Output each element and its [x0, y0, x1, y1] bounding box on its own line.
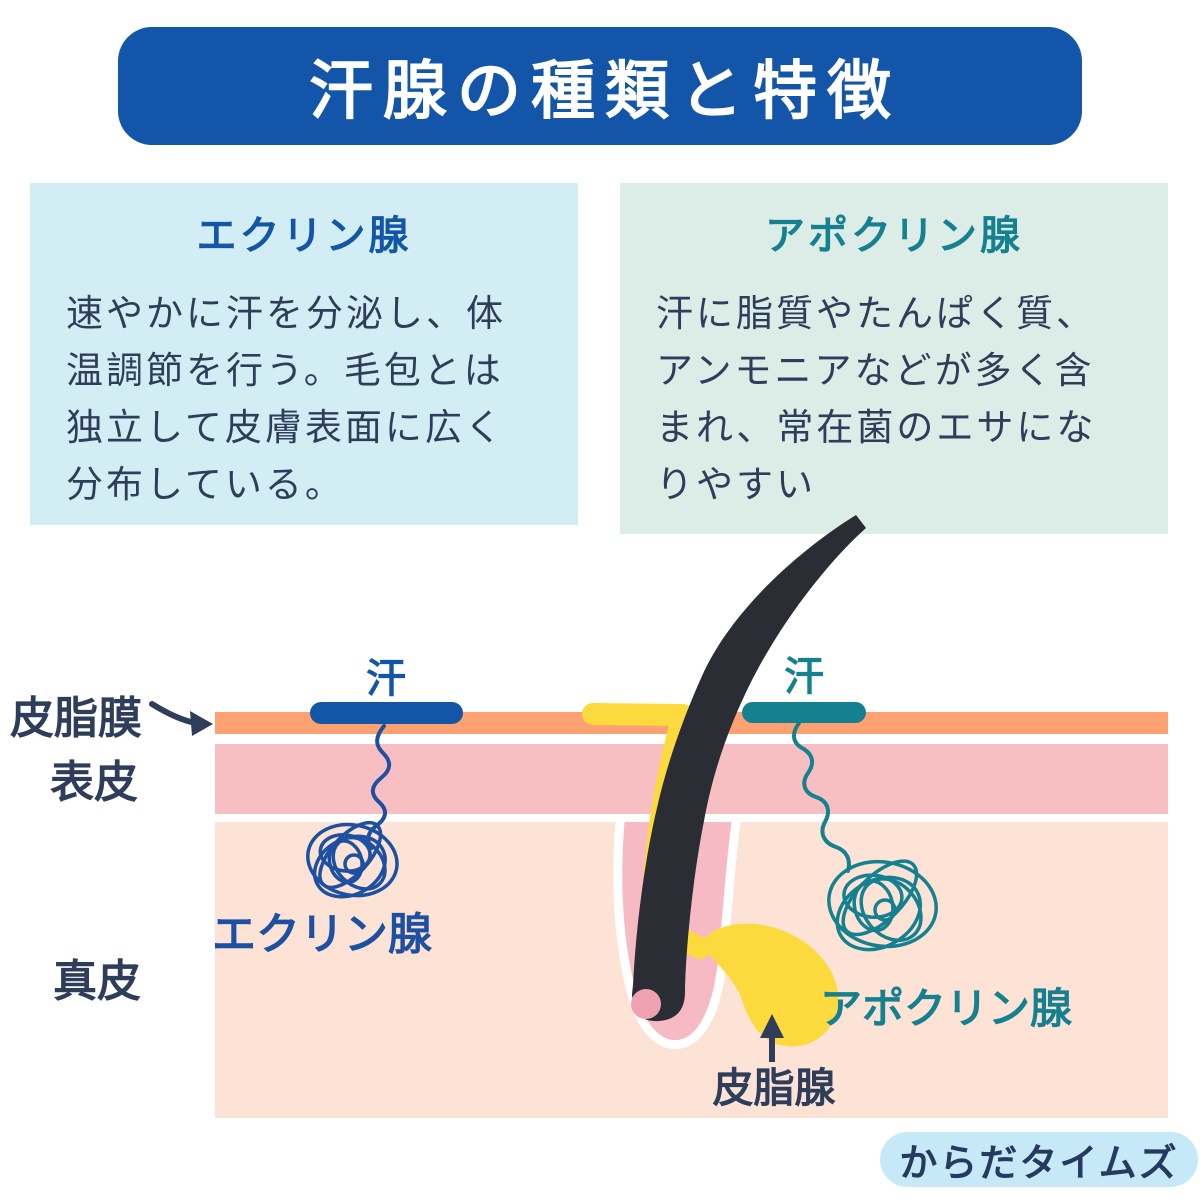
apocrine-card-title: アポクリン腺 [765, 214, 1023, 258]
sweat-droplet-right [742, 702, 866, 723]
apocrine-card: アポクリン腺 汗に脂質やたんぱく質、 アンモニアなどが多く含 まれ、常在菌のエサ… [620, 183, 1168, 534]
sweat-label-left: 汗 [366, 657, 406, 701]
eccrine-gland-label: エクリン腺 [212, 910, 433, 959]
hair-shaft [632, 515, 866, 1022]
sebum-film-label: 皮脂膜 [10, 694, 142, 743]
eccrine-duct [366, 724, 392, 850]
apocrine-gland-coil [827, 859, 938, 952]
hair-follicle-outline [613, 817, 741, 1050]
sweat-label-right: 汗 [784, 655, 824, 699]
apocrine-gland-label: アポクリン腺 [820, 985, 1073, 1032]
eccrine-card: エクリン腺 速やかに汗を分泌し、体 温調節を行う。毛包とは 独立して皮膚表面に広… [30, 183, 578, 525]
eccrine-card-title: エクリン腺 [196, 214, 412, 258]
sebaceous-gland-arrowhead [760, 1014, 784, 1038]
eccrine-gland-coil [306, 820, 399, 899]
sebum-film-arrow [149, 701, 199, 726]
sweat-droplet-left [310, 702, 463, 724]
eccrine-card-body: 速やかに汗を分泌し、体 温調節を行う。毛包とは 独立して皮膚表面に広く 分布して… [66, 293, 506, 505]
dermis-label: 真皮 [53, 957, 141, 1006]
hair-papilla [631, 989, 661, 1019]
brand-name: からだタイムズ [899, 1143, 1179, 1185]
brand-badge: からだタイムズ [880, 1132, 1198, 1187]
apocrine-card-body: 汗に脂質やたんぱく質、 アンモニアなどが多く含 まれ、常在菌のエサにな りやすい [656, 293, 1097, 505]
sebaceous-gland-shape [700, 923, 839, 1047]
page-title: 汗腺の種類と特徴 [309, 55, 901, 127]
sebaceous-gland-label: 皮脂腺 [713, 1065, 837, 1111]
title-banner: 汗腺の種類と特徴 [118, 27, 1082, 145]
apocrine-duct [792, 721, 851, 873]
sebum-film-arrowhead [190, 711, 213, 736]
epidermis-label: 表皮 [50, 758, 138, 807]
